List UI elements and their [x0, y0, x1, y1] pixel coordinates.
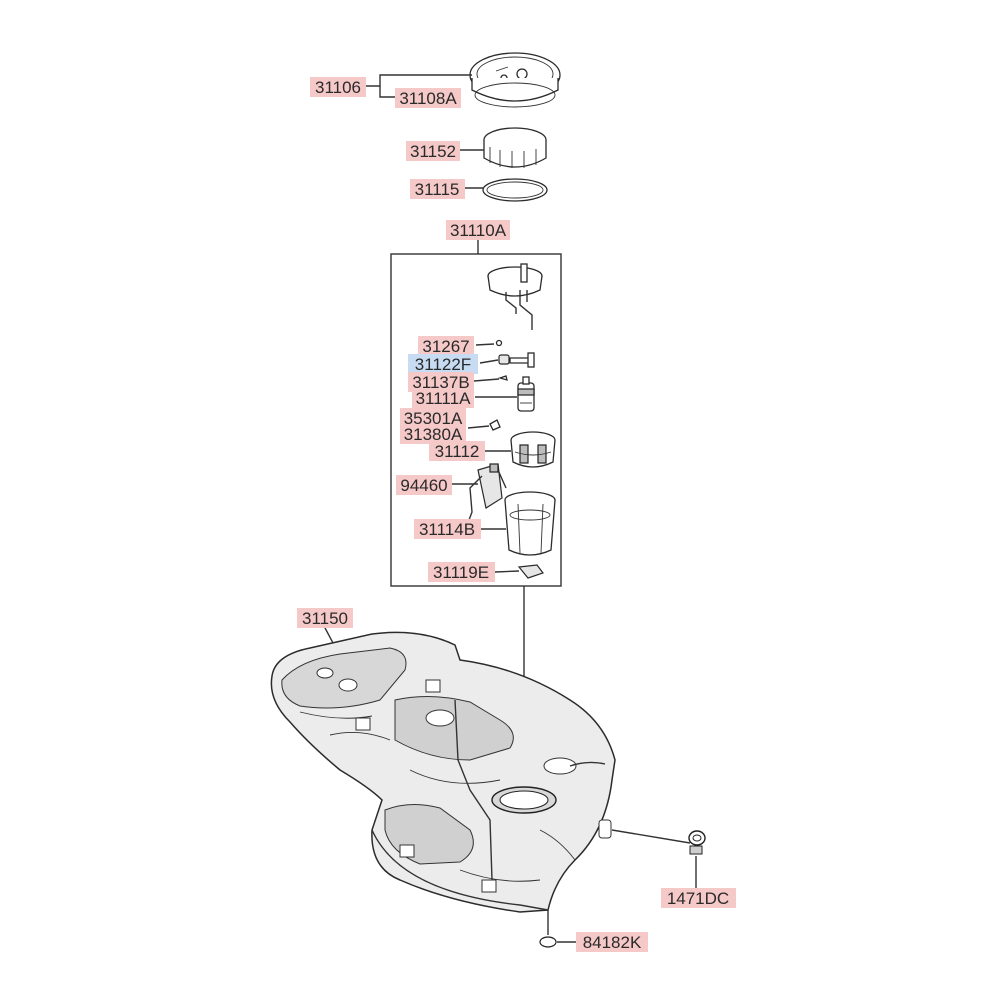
part-label-31112[interactable]: 31112 — [429, 441, 485, 461]
bracket-31106 — [366, 74, 472, 98]
fuel-pump-part[interactable] — [517, 376, 535, 412]
drain-plug-part[interactable] — [539, 936, 557, 948]
svg-text:84182K: 84182K — [583, 933, 642, 952]
svg-text:31108A: 31108A — [399, 89, 457, 108]
svg-text:35301A: 35301A — [404, 409, 463, 428]
part-label-31114B[interactable]: 31114B — [414, 519, 481, 539]
part-label-1471DC[interactable]: 1471DC — [661, 888, 736, 908]
svg-text:31380A: 31380A — [404, 425, 463, 444]
svg-text:31119E: 31119E — [433, 563, 489, 582]
svg-text:94460: 94460 — [400, 476, 447, 495]
part-label-31115[interactable]: 31115 — [410, 179, 465, 199]
leader-35301A — [467, 425, 490, 429]
part-label-84182K[interactable]: 84182K — [576, 932, 648, 952]
part-label-31137B[interactable]: 31137B — [408, 372, 474, 392]
part-label-31111A[interactable]: 31111A — [412, 388, 474, 408]
svg-text:31106: 31106 — [315, 78, 361, 97]
part-label-31119E[interactable]: 31119E — [428, 562, 495, 582]
leader-31119E — [494, 570, 520, 573]
part-label-94460[interactable]: 94460 — [396, 475, 452, 495]
hose-clamp-part[interactable] — [688, 830, 706, 855]
lock-ring-part[interactable] — [483, 127, 547, 168]
sender-bracket-part[interactable] — [465, 463, 507, 529]
pump-assembly-box — [390, 253, 562, 587]
svg-text:1471DC: 1471DC — [667, 889, 729, 908]
part-label-31122F[interactable]: 31122F — [408, 354, 478, 374]
svg-text:31137B: 31137B — [412, 373, 469, 392]
strainer-sleeve-part[interactable] — [504, 491, 556, 556]
svg-text:31115: 31115 — [415, 180, 460, 199]
part-label-31380A[interactable]: 31380A — [400, 424, 466, 444]
gasket-part[interactable] — [482, 178, 548, 202]
svg-text:31114B: 31114B — [419, 520, 475, 539]
leader-clamp — [611, 829, 691, 844]
svg-text:31150: 31150 — [302, 609, 348, 628]
svg-text:31112: 31112 — [435, 442, 480, 461]
svg-text:31122F: 31122F — [415, 355, 471, 374]
filter-clip-part[interactable] — [517, 564, 544, 579]
reservoir-cup-part[interactable] — [510, 431, 556, 468]
small-plug-part[interactable] — [495, 339, 503, 347]
cover-plate-part[interactable] — [469, 52, 561, 108]
part-label-31110A[interactable]: 31110A — [446, 220, 510, 240]
leader-31267 — [475, 343, 495, 346]
svg-text:31110A: 31110A — [450, 221, 507, 240]
part-label-31267[interactable]: 31267 — [418, 336, 474, 356]
part-label-31108A[interactable]: 31108A — [395, 88, 461, 108]
part-label-31106[interactable]: 31106 — [310, 77, 366, 97]
part-label-31150[interactable]: 31150 — [297, 608, 353, 628]
leader-31122F — [479, 359, 499, 364]
part-label-35301A[interactable]: 35301A — [400, 408, 466, 428]
pump-flange-part[interactable] — [487, 263, 543, 330]
svg-text:31111A: 31111A — [416, 389, 471, 408]
sensor-part[interactable] — [489, 419, 501, 431]
leader-31137B — [473, 378, 500, 382]
part-label-31152[interactable]: 31152 — [406, 141, 460, 161]
fuel-tank-part[interactable] — [270, 631, 616, 913]
regulator-part[interactable] — [498, 352, 535, 368]
svg-text:31152: 31152 — [410, 142, 456, 161]
svg-text:31267: 31267 — [422, 337, 469, 356]
clip-part[interactable] — [497, 375, 508, 381]
